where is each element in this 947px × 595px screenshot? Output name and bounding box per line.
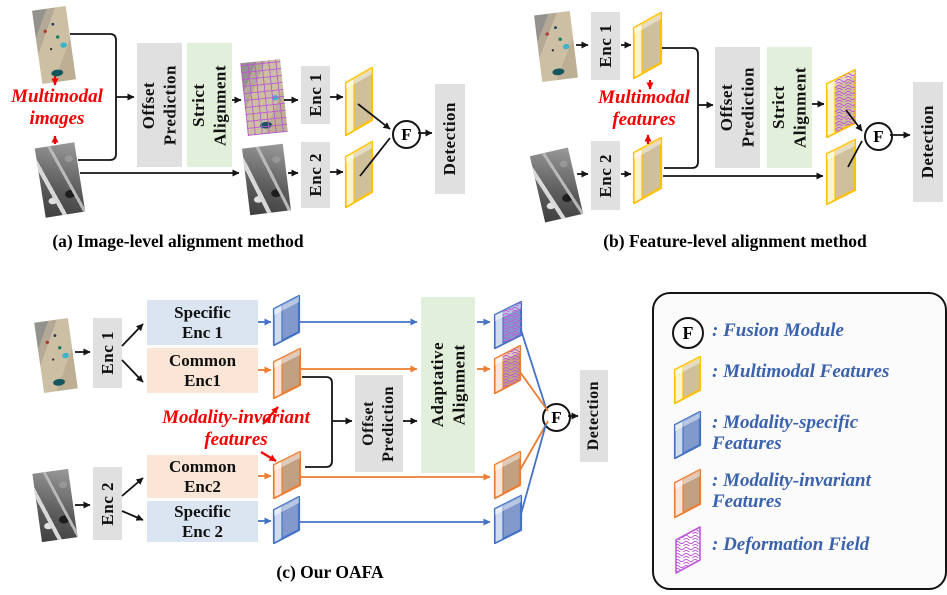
strict-alignment-box-b: Strict Alignment: [767, 47, 812, 168]
modality-specific-slab-c1: [272, 294, 301, 347]
detection-box-c: Detection: [580, 370, 608, 462]
aligned-specific-slab-c2: [493, 494, 523, 545]
connector-arrow: [121, 359, 144, 383]
common-enc2-box: Common Enc2: [147, 455, 258, 498]
enc2-label-c: Enc 2: [97, 481, 117, 526]
multimodal-feature-slab-a1: [344, 66, 374, 137]
connector-arrow: [520, 329, 547, 409]
connector-arrow: [847, 140, 863, 168]
enc1-box-c: Enc 1: [93, 318, 122, 388]
legend-fusion-module-label: : Fusion Module: [712, 320, 844, 341]
caption-panel-b: (b) Feature-level alignment method: [603, 231, 867, 251]
enc2-box-a: Enc 2: [301, 142, 330, 208]
connector-arrow: [121, 477, 144, 497]
modality-invariant-slab-c2: [272, 450, 302, 500]
detection-box-b: Detection: [913, 82, 943, 202]
detection-label-c: Detection: [585, 381, 602, 451]
infrared-image-thumbnail-b: [529, 147, 584, 223]
multimodal-feature-slab-b1: [632, 11, 663, 80]
multimodal-features-label: Multimodal features: [598, 87, 690, 130]
specific-enc1-label: Specific Enc 1: [174, 303, 231, 342]
legend-multimodal-features-label: : Multimodal Features: [712, 361, 890, 382]
legend-fusion-symbol: F: [682, 322, 694, 343]
enc2-box-b: Enc 2: [591, 141, 620, 210]
specific-enc1-box: Specific Enc 1: [147, 300, 258, 345]
aligned-infrared-image-a: [242, 143, 291, 216]
aligned-specific-slab-c1-deformed: [493, 300, 523, 350]
caption-panel-a: (a) Image-level alignment method: [52, 231, 304, 251]
legend-deformation-field-label: : Deformation Field: [712, 534, 870, 555]
detection-box-a: Detection: [435, 84, 465, 194]
connector-arrow: [520, 423, 547, 515]
enc2-box-c: Enc 2: [93, 467, 122, 540]
fusion-module-b: F: [864, 122, 893, 151]
rgb-image-thumbnail-a: [32, 5, 76, 85]
label-pointer-arrow: [260, 451, 277, 462]
aligned-invariant-slab-c1-deformed: [493, 344, 522, 395]
specific-enc2-box: Specific Enc 2: [147, 501, 258, 542]
multimodal-feature-slab-b2: [632, 136, 663, 205]
legend-modality-specific-label: : Modality-specific Features: [712, 412, 859, 455]
offset-prediction-box-b: Offset Prediction: [715, 47, 760, 168]
enc1-box-b: Enc 1: [591, 12, 620, 80]
enc2-label-b: Enc 2: [595, 153, 615, 198]
strict-alignment-box-a: Strict Alignment: [187, 43, 232, 167]
adaptative-alignment-box: Adaptative Alignment: [421, 297, 475, 473]
detection-label-b: Detection: [918, 105, 938, 179]
common-enc2-label: Common Enc2: [168, 457, 237, 496]
common-enc1-label: Common Enc1: [168, 351, 237, 390]
offset-prediction-label-a: Offset Prediction: [139, 64, 180, 146]
modality-specific-slab-c2: [272, 495, 301, 545]
connector-arrow: [359, 137, 391, 177]
fusion-symbol-b: F: [873, 126, 884, 146]
deformation-field-overlay: [835, 70, 855, 133]
connector-arrow: [121, 323, 144, 347]
enc1-box-a: Enc 1: [301, 66, 330, 124]
enc1-label-b: Enc 1: [595, 24, 615, 68]
multimodal-images-label: Multimodal images: [11, 86, 103, 129]
adaptative-alignment-label: Adaptative Alignment: [427, 342, 468, 428]
strict-alignment-label-a: Strict Alignment: [189, 64, 230, 146]
aligned-feature-slab-b-deformed: [825, 68, 857, 139]
multimodal-feature-slab-b3: [825, 138, 857, 206]
modality-invariant-features-label: Modality-invariant features: [162, 407, 310, 450]
modality-invariant-slab-c1: [272, 347, 302, 400]
enc1-label-a: Enc 1: [305, 73, 325, 117]
strict-alignment-label-b: Strict Alignment: [769, 67, 810, 148]
rgb-image-thumbnail-b: [534, 11, 578, 82]
fusion-symbol-c: F: [551, 407, 562, 427]
connector-arrow: [845, 109, 863, 132]
deformation-field-overlay: [503, 302, 521, 344]
specific-enc2-label: Specific Enc 2: [174, 502, 231, 541]
aligned-invariant-slab-c2: [493, 450, 522, 500]
connector-arrow: [121, 510, 144, 521]
rgb-image-thumbnail-c: [34, 317, 78, 394]
legend-modality-invariant-label: : Modality-invariant Features: [712, 470, 871, 513]
connector-arrow: [519, 371, 549, 412]
legend-fusion-module-icon: F: [672, 317, 704, 349]
multimodal-feature-slab-a2: [344, 140, 374, 209]
common-enc1-box: Common Enc1: [147, 348, 258, 393]
enc2-label-a: Enc 2: [305, 153, 325, 197]
caption-panel-c: (c) Our OAFA: [276, 562, 384, 582]
fusion-symbol-a: F: [401, 124, 412, 144]
fusion-module-c: F: [542, 403, 571, 432]
infrared-image-thumbnail-a: [34, 142, 86, 218]
connector-arrow: [357, 103, 391, 130]
detection-label-a: Detection: [440, 102, 460, 176]
offset-prediction-label-b: Offset Prediction: [717, 67, 758, 148]
connector-arrow: [519, 420, 549, 471]
offset-prediction-box-c: Offset Prediction: [355, 375, 403, 472]
offset-prediction-box-a: Offset Prediction: [137, 43, 182, 167]
deformation-field-overlay: [503, 346, 520, 389]
fusion-module-a: F: [392, 120, 421, 149]
offset-prediction-label-c: Offset Prediction: [360, 385, 397, 462]
warped-rgb-image-a: [240, 59, 288, 136]
enc1-label-c: Enc 1: [97, 331, 117, 375]
infrared-image-thumbnail-c: [32, 468, 78, 543]
